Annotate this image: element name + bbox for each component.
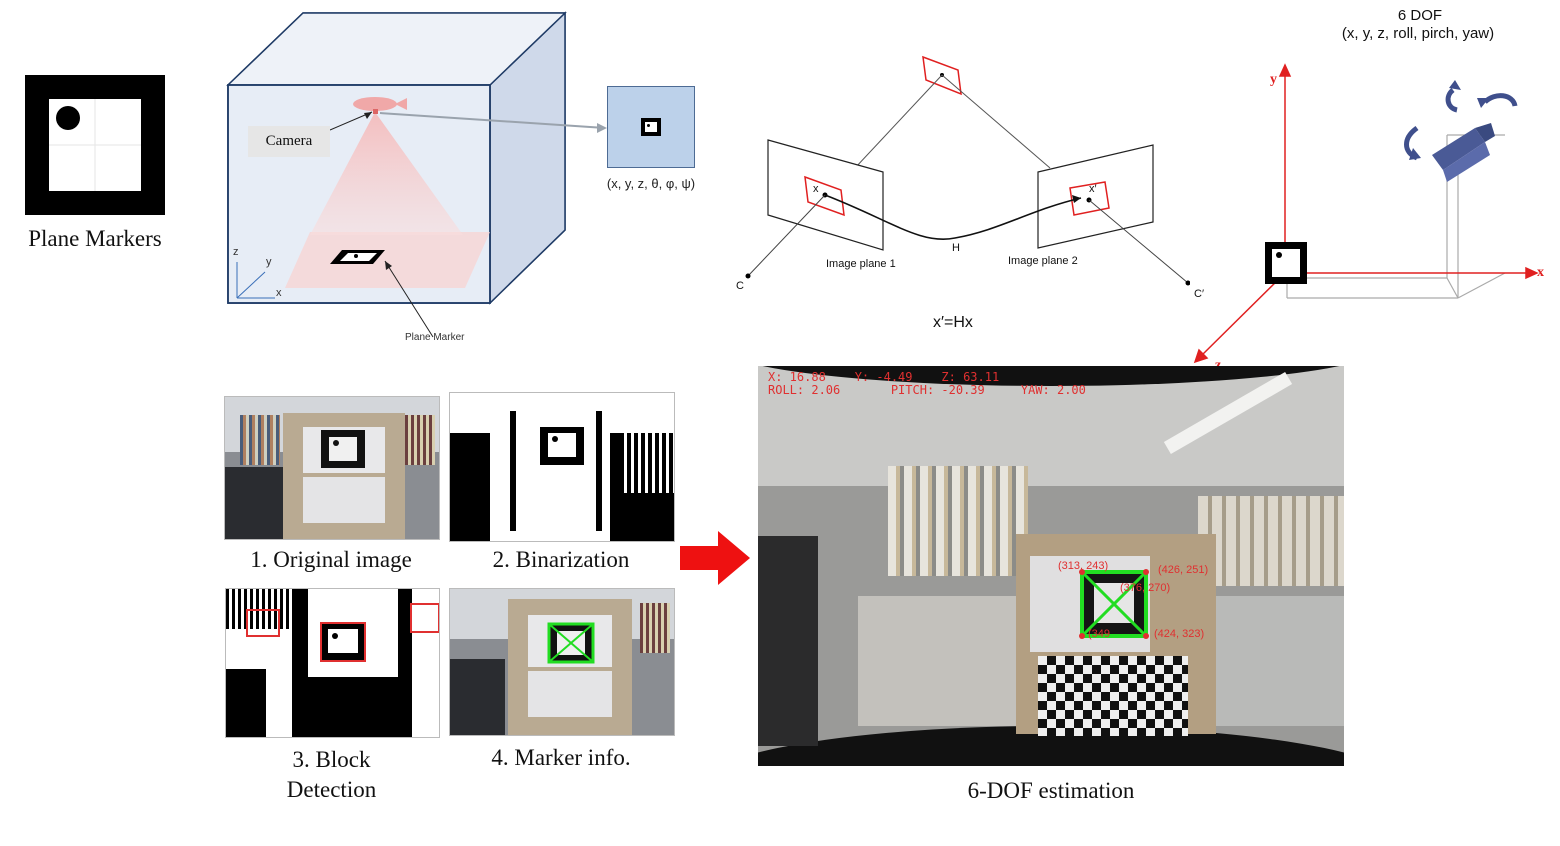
marker-detection-overlay: [547, 622, 595, 664]
camera-label-box: [248, 126, 330, 157]
h-label: H: [952, 242, 960, 254]
dof-diagram: [1185, 60, 1555, 370]
corner-label-br: (424, 323): [1154, 628, 1205, 640]
point-x-prime-label: x′: [1089, 183, 1097, 195]
corner-label-c: (376, 270): [1120, 582, 1171, 594]
step-2-label: 2. Binarization: [492, 547, 630, 572]
homography-diagram: [730, 50, 1191, 310]
room-axes: [236, 262, 275, 299]
step-3-label: 3. Block Detection: [286, 747, 377, 802]
point-x-label: x: [813, 183, 819, 195]
pose-label: (x, y, z, θ, φ, ψ): [606, 176, 696, 191]
dof-axis-z: z: [1215, 358, 1221, 374]
dof-axis-x: x: [1537, 265, 1544, 280]
homography-equation: x′=Hx: [933, 314, 973, 331]
dof-title: 6 DOF: [1397, 7, 1443, 24]
step-marker-info-image: [449, 588, 675, 736]
room-axis-x: x: [276, 287, 282, 299]
center-c-label: C: [736, 280, 744, 292]
overlay-pose-line-2: ROLL: 2.06 PITCH: -20.39 YAW: 2.00: [768, 383, 1086, 397]
homography-curve: [824, 194, 1082, 240]
camera-view-cone: [310, 112, 463, 235]
overlay-pose-line-1: X: 16.88 Y: -4.49 Z: 63.11: [768, 370, 1000, 384]
estimation-photo: X: 16.88 Y: -4.49 Z: 63.11 ROLL: 2.06 PI…: [758, 366, 1344, 766]
corner-label-tl: (313, 243): [1058, 560, 1109, 572]
plane-marker-figure: [25, 75, 165, 215]
room-axis-y: y: [266, 256, 272, 268]
camera-image-thumbnail: [607, 86, 695, 168]
image-plane-1-label: Image plane 1: [826, 258, 896, 270]
image-plane-2-label: Image plane 2: [1008, 255, 1078, 267]
step-4-label: 4. Marker info.: [491, 745, 631, 770]
corner-label-tr: (426, 251): [1158, 564, 1209, 576]
room-diagram: [225, 10, 715, 350]
rotating-object-icon: [1404, 80, 1518, 182]
step-1-label: 1. Original image: [250, 547, 412, 572]
dof-subtitle: (x, y, z, roll, pirch, yaw): [1341, 25, 1495, 42]
flow-arrow-icon: [680, 531, 750, 585]
step-original-image: [224, 396, 440, 540]
estimation-detection-overlay: [1079, 569, 1149, 639]
camera-icon: [353, 97, 397, 111]
step-binarization-image: [449, 392, 675, 542]
floor-plane: [285, 232, 490, 288]
estimation-caption: 6-DOF estimation: [967, 778, 1135, 803]
camera-label: Camera: [265, 133, 313, 149]
dof-axis-y: y: [1270, 72, 1277, 87]
center-c-prime-label: C′: [1194, 288, 1205, 300]
plane-marker-label: Plane Marker: [405, 332, 465, 343]
dof-axes: [1193, 63, 1539, 364]
step-block-detection-image: [225, 588, 440, 738]
plane-marker-graphic: [25, 75, 165, 215]
room-axis-z: z: [233, 246, 239, 258]
corner-label-bl: (349: [1088, 628, 1111, 640]
plane-markers-label: Plane Markers: [28, 226, 162, 251]
